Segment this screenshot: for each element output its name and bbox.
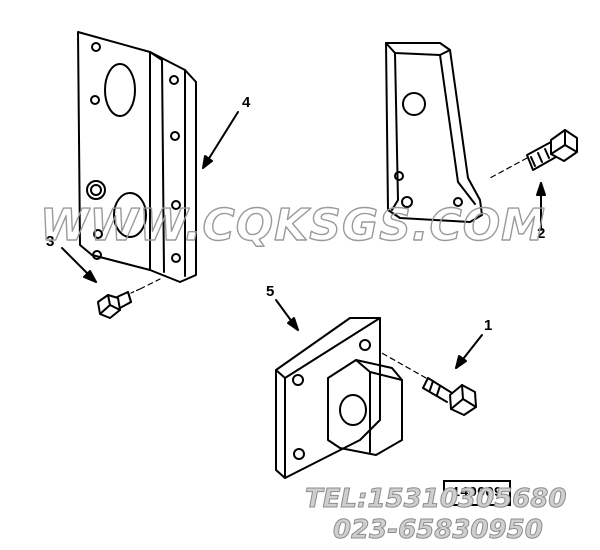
bracket-part-2 (385, 42, 483, 223)
contact-phone-secondary: 023-65830950 (333, 515, 544, 545)
callout-part-2: 2 (537, 225, 545, 242)
figure-reference-label: 1400Q9 (443, 480, 511, 506)
leader-arrow-part-1 (455, 334, 483, 369)
mounting-plate-part-4 (77, 31, 197, 283)
watermark-text: WWW.CQKSGS.COM (40, 200, 546, 251)
leader-arrow-part-4 (202, 111, 239, 169)
bolt-part-3 (97, 278, 161, 319)
bolt-part-2 (489, 129, 578, 179)
base-plate-part-5 (275, 317, 403, 479)
leader-arrow-part-2 (536, 182, 546, 231)
callout-part-1: 1 (484, 317, 492, 334)
callout-part-5: 5 (266, 283, 274, 300)
leader-arrow-part-3 (61, 247, 97, 283)
bolt-part-1 (379, 351, 477, 416)
callout-part-3: 3 (46, 233, 54, 250)
callout-part-4: 4 (242, 94, 251, 111)
leader-arrow-part-5 (275, 299, 299, 331)
contact-telephone: TEL:15310305680 (304, 484, 567, 514)
